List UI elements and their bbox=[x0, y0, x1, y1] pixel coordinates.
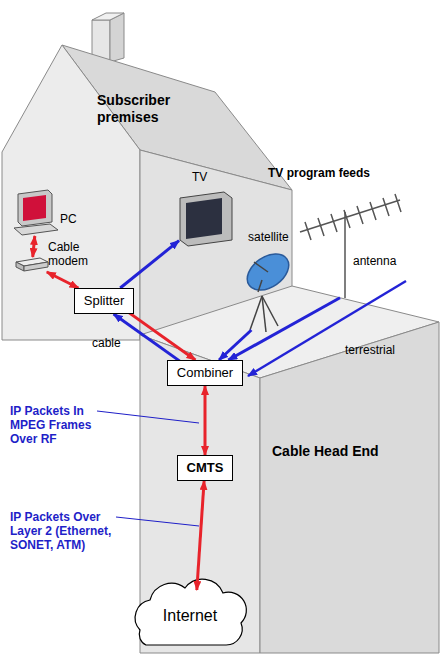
tv-icon bbox=[180, 192, 232, 246]
node-label: antenna bbox=[353, 254, 408, 268]
node-label: TV bbox=[192, 170, 216, 184]
signal-arrow bbox=[197, 481, 204, 590]
box-label: CMTS bbox=[187, 460, 224, 476]
box-label: Splitter bbox=[84, 293, 124, 309]
cable-modem-node: Cable modem bbox=[12, 238, 112, 274]
signal-arrow bbox=[120, 241, 179, 288]
cmts-box: CMTS bbox=[177, 455, 234, 481]
head-end-region: Cable Head End CombinerCMTS bbox=[138, 272, 441, 653]
tv-node: TV bbox=[172, 165, 242, 250]
node-label: PC bbox=[60, 212, 80, 226]
signal-arrow bbox=[204, 386, 207, 455]
cable-label: cable bbox=[92, 336, 132, 350]
terrestrial-feed-line bbox=[248, 281, 406, 376]
cable-modem-icon bbox=[16, 258, 48, 271]
box-label: Combiner bbox=[177, 365, 233, 381]
leader-line bbox=[97, 411, 199, 423]
antenna-icon bbox=[300, 194, 401, 298]
rf-note: IP Packets In MPEG Frames Over RF bbox=[10, 404, 102, 446]
house-region: Subscriber premisesPC Cable modem TV Splitt… bbox=[0, 0, 300, 390]
node-label: Internet bbox=[128, 607, 252, 625]
satellite-dish-icon bbox=[241, 247, 296, 332]
pc-node: PC bbox=[12, 186, 82, 238]
feed-heading: TV program feeds bbox=[268, 166, 398, 180]
signal-arrow bbox=[33, 236, 35, 257]
node-label: Subscriber premises bbox=[97, 92, 222, 126]
node-label: satellite bbox=[248, 230, 304, 244]
combiner-box: Combiner bbox=[167, 360, 243, 386]
splitter-box: Splitter bbox=[74, 288, 134, 314]
satellite-node: satellite bbox=[236, 228, 306, 334]
node-label: Cable Head End bbox=[272, 443, 422, 460]
signal-arrow bbox=[119, 306, 195, 360]
node-label: Cable modem bbox=[48, 240, 96, 268]
internet-cloud-node: Internet bbox=[128, 584, 252, 648]
antenna-node: antenna bbox=[296, 190, 436, 300]
pc-icon bbox=[14, 190, 58, 235]
leader-line bbox=[116, 517, 199, 526]
signal-arrow bbox=[228, 298, 340, 360]
layer2-note: IP Packets Over Layer 2 (Ethernet, SONET… bbox=[10, 510, 122, 552]
terrestrial-label: terrestrial bbox=[345, 343, 415, 357]
signal-arrow bbox=[47, 272, 79, 288]
house-shape bbox=[2, 13, 292, 340]
